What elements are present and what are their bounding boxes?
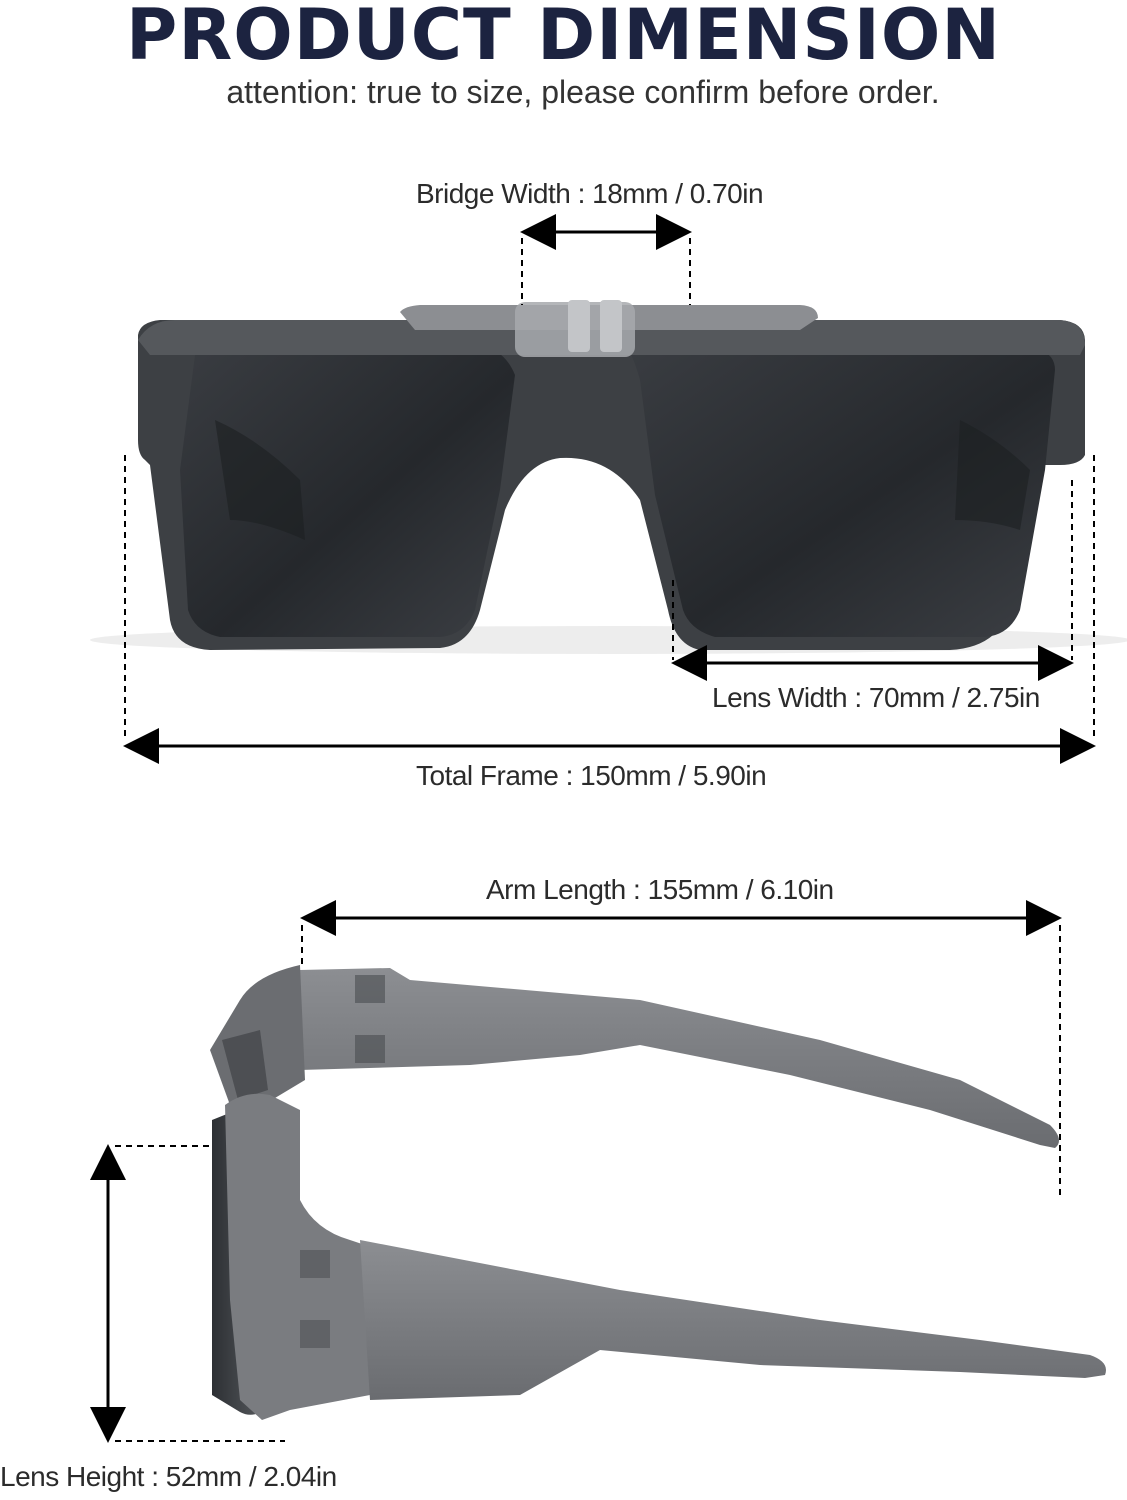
total-frame-label: Total Frame : 150mm / 5.90in [416,760,767,791]
page-subtitle: attention: true to size, please confirm … [226,74,940,110]
page-title: PRODUCT DIMENSION [126,0,1001,76]
lens-width-label: Lens Width : 70mm / 2.75in [712,682,1040,713]
side-view-sunglasses-icon [210,965,1106,1420]
bridge-width-label: Bridge Width : 18mm / 0.70in [416,178,764,209]
lens-height-label: Lens Height : 52mm / 2.04in [0,1461,337,1492]
arm-length-label: Arm Length : 155mm / 6.10in [486,874,834,905]
front-view-sunglasses-icon [90,300,1127,654]
